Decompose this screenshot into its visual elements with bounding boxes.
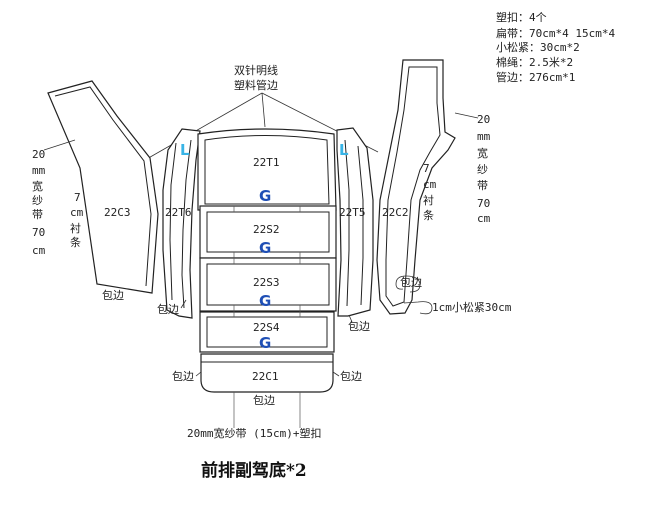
grain-mark: G [259, 239, 271, 257]
left-lining-label: 7 cm 衬 条 [70, 191, 84, 249]
binding-label: 包边 [157, 303, 179, 316]
bottom-note: 20mm宽纱带 (15cm)+塑扣 [187, 426, 321, 440]
lining-text: 条 [70, 235, 81, 249]
piece-22t6 [162, 128, 201, 319]
lining-text: cm [423, 178, 437, 191]
gauze-text: cm [32, 244, 46, 257]
piece-label-22s3: 22S3 [253, 276, 280, 289]
gauze-text: 纱 [32, 194, 43, 207]
top-annotation-line: 双针明线 [234, 63, 278, 77]
l-mark-left: L [180, 141, 190, 159]
piece-22s3 [199, 257, 337, 312]
gauze-text: 带 [477, 179, 488, 192]
binding-label: 包边 [348, 320, 370, 333]
piece-22t1 [197, 128, 337, 211]
material-line: 管边：276cm*1 [496, 70, 575, 84]
left-gauze-label: 20 mm 宽 纱 带 70 cm [32, 139, 76, 257]
gauze-text: mm [32, 164, 46, 177]
piece-label-22c1: 22C1 [252, 370, 279, 383]
grain-mark: G [259, 334, 271, 352]
piece-label-22c2: 22C2 [382, 206, 409, 219]
lining-text: 衬 [423, 194, 434, 207]
binding-label: 包边 [253, 394, 275, 407]
piece-label-22s4: 22S4 [253, 321, 280, 334]
piece-label-22s2: 22S2 [253, 223, 280, 236]
lining-text: 条 [423, 208, 434, 222]
piece-label-22t5: 22T5 [339, 206, 366, 219]
grain-mark: G [259, 187, 271, 205]
grain-mark: G [259, 292, 271, 310]
lining-text: 7 [74, 191, 81, 204]
right-gauze-label: 20 mm 宽 纱 带 70 cm [454, 112, 491, 225]
gauze-text: 带 [32, 208, 43, 221]
piece-22t5 [336, 127, 374, 317]
binding-label: 包边 [340, 370, 362, 383]
material-line: 小松紧：30cm*2 [496, 40, 580, 54]
elastic-note: 1cm小松紧30cm [403, 300, 512, 315]
binding-label: 包边 [400, 276, 422, 289]
material-line: 塑扣：4个 [496, 10, 547, 24]
gauze-text: 70 [32, 226, 45, 239]
piece-22c2 [376, 59, 456, 315]
gauze-text: mm [477, 130, 491, 143]
gauze-text: 70 [477, 197, 490, 210]
material-line: 扁带：70cm*4 15cm*4 [496, 27, 615, 40]
material-line: 棉绳：2.5米*2 [496, 55, 573, 69]
gauze-text: 20 [32, 148, 45, 161]
binding-label: 包边 [102, 289, 124, 302]
top-annotation-line: 塑料管边 [234, 78, 278, 92]
diagram-title: 前排副驾底*2 [201, 460, 307, 481]
piece-22c3 [47, 80, 159, 294]
piece-22s2 [199, 205, 337, 259]
centre-guides [233, 206, 301, 428]
binding-label: 包边 [172, 370, 194, 383]
materials-list: 塑扣：4个 扁带：70cm*4 15cm*4 小松紧：30cm*2 棉绳：2.5… [496, 10, 615, 84]
piece-22c1 [200, 353, 334, 393]
gauze-text: 宽 [477, 146, 488, 160]
right-lining-label: 7 cm 衬 条 [423, 162, 437, 222]
piece-label-22t1: 22T1 [253, 156, 280, 169]
piece-label-22t6: 22T6 [165, 206, 192, 219]
gauze-text: cm [477, 212, 491, 225]
elastic-text: 1cm小松紧30cm [432, 300, 512, 314]
piece-label-22c3: 22C3 [104, 206, 131, 219]
gauze-text: 宽 [32, 179, 43, 193]
l-mark-right: L [339, 141, 349, 159]
piece-22s4 [199, 311, 335, 353]
lining-text: cm [70, 206, 84, 219]
lining-text: 衬 [70, 222, 81, 235]
gauze-text: 20 [477, 113, 490, 126]
gauze-text: 纱 [477, 163, 488, 176]
lining-text: 7 [423, 162, 430, 175]
